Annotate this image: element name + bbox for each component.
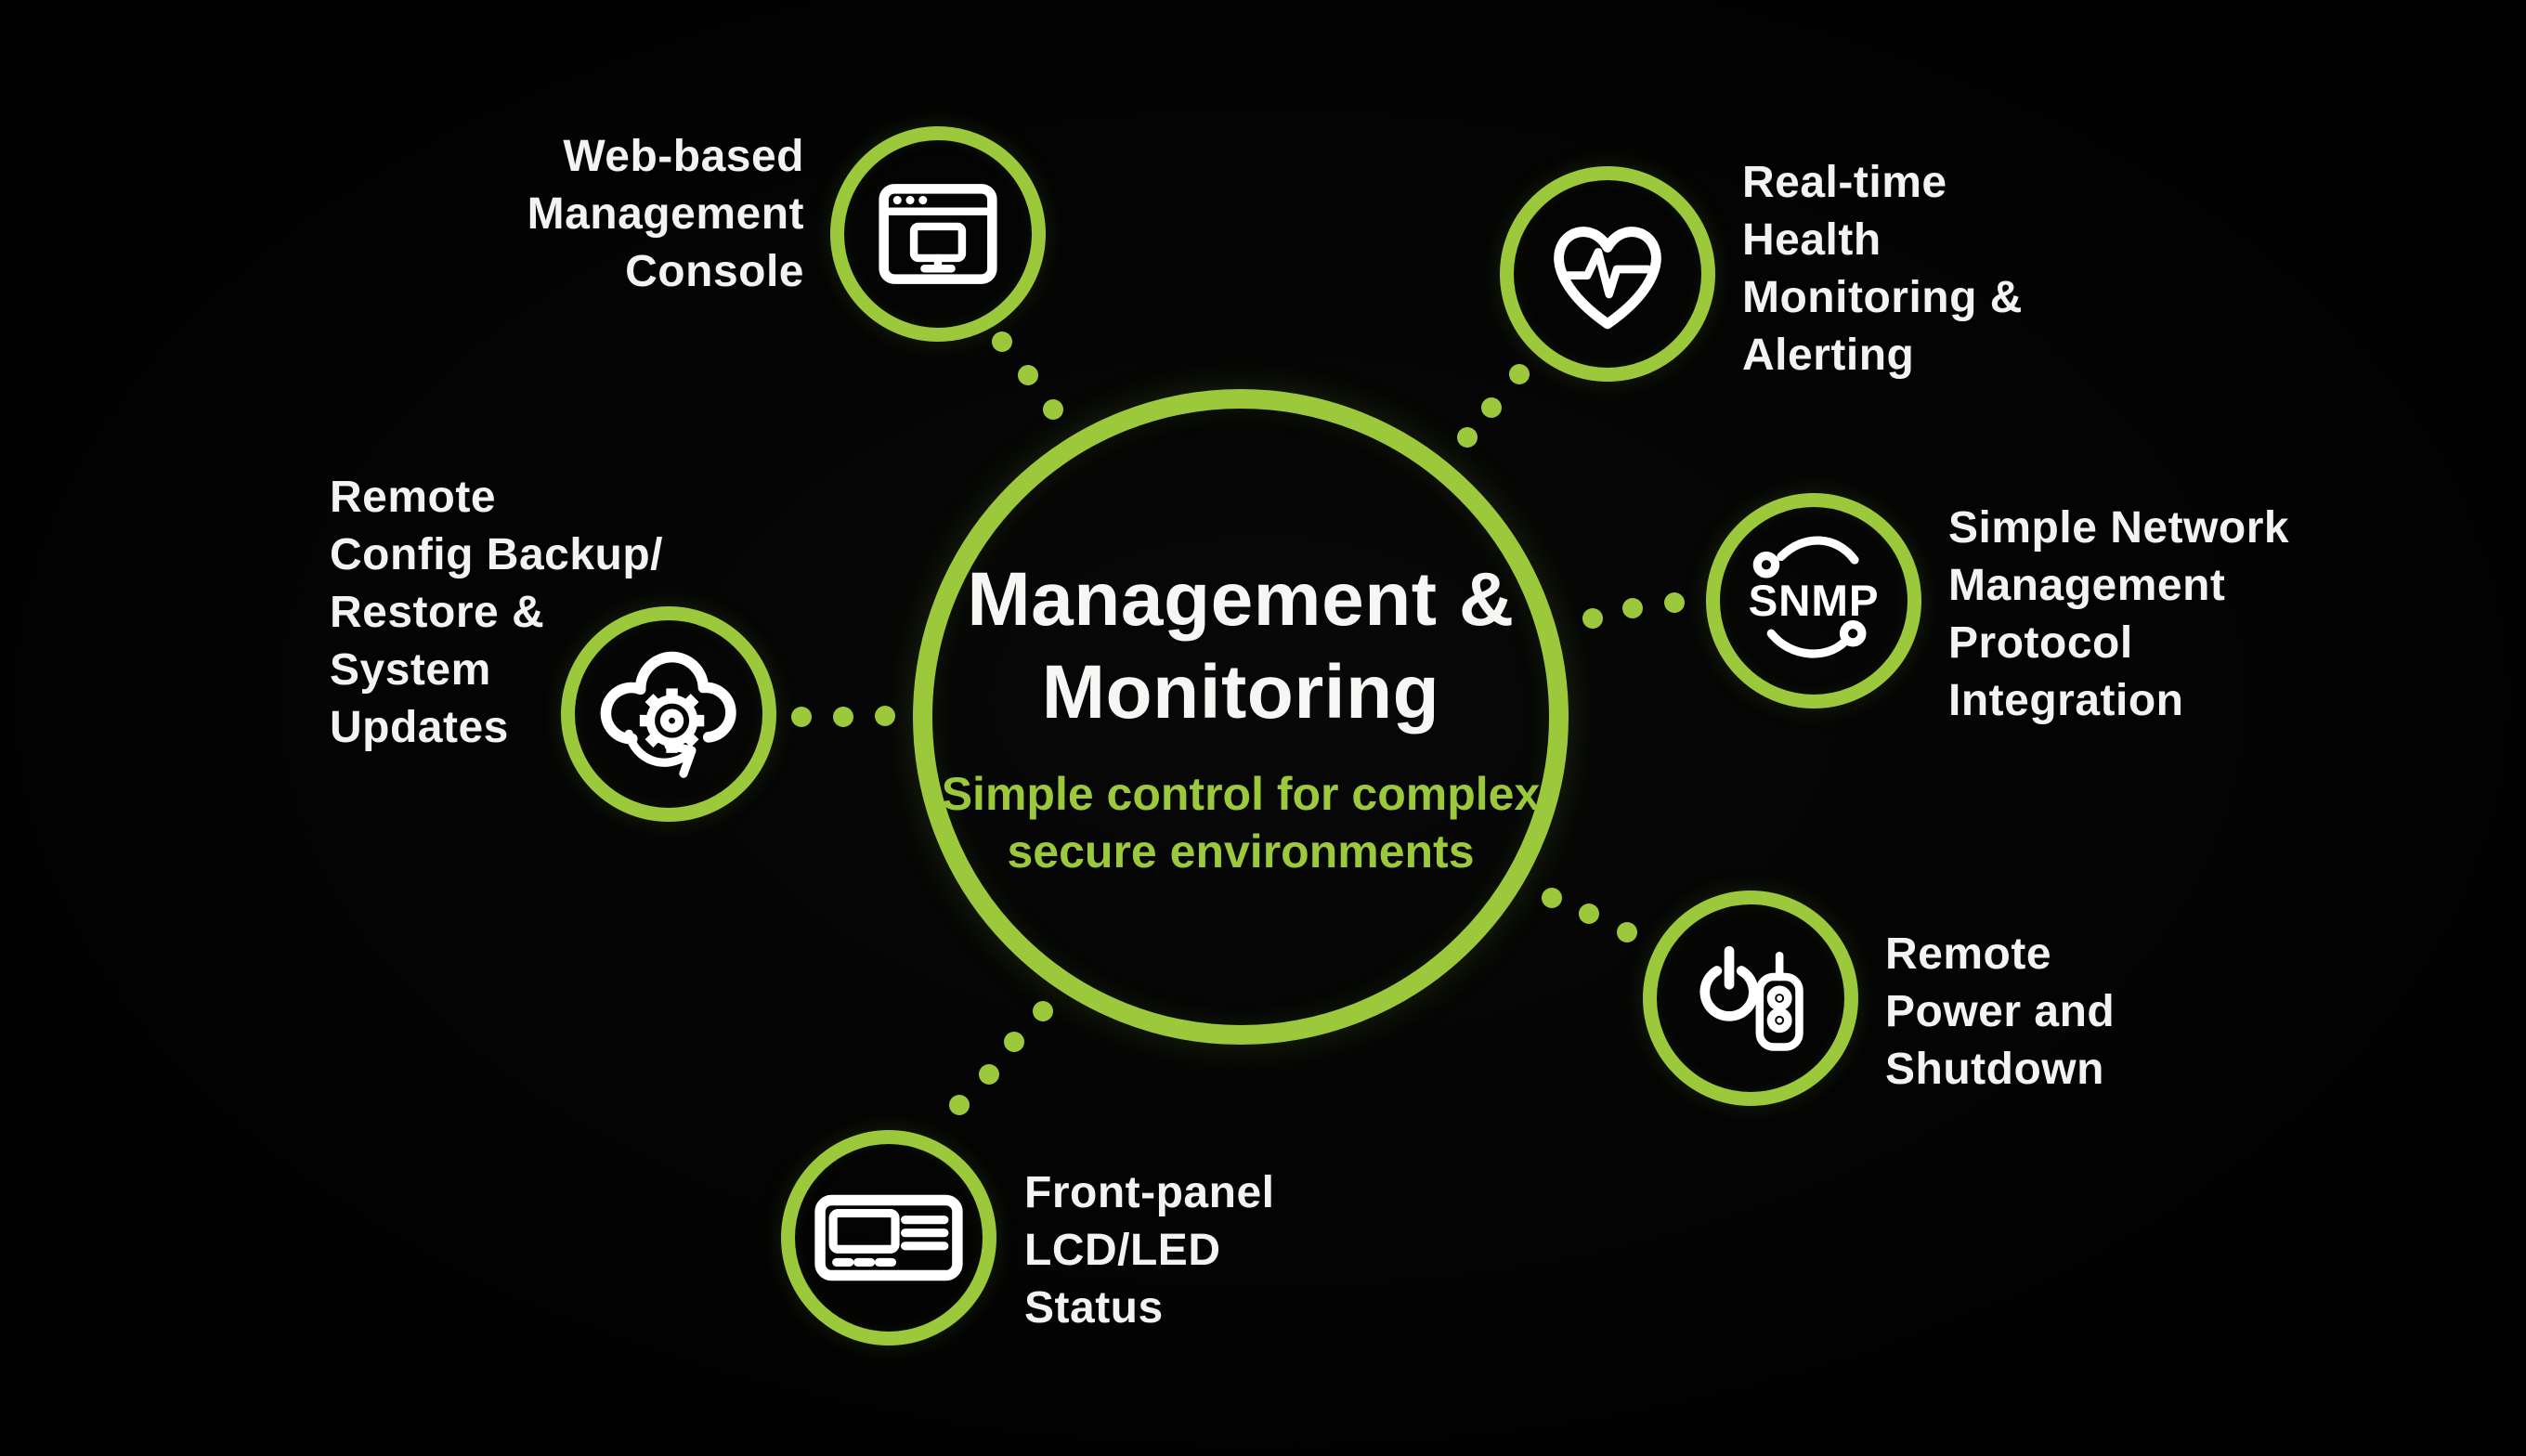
label-lcd: Front-panel LCD/LED Status bbox=[1024, 1164, 1274, 1337]
center-subtitle-line1: Simple control for bbox=[941, 768, 1339, 820]
label-power-line3: Shutdown bbox=[1885, 1045, 2104, 1094]
label-web-console-line3: Console bbox=[625, 247, 804, 296]
connector-dot bbox=[1509, 364, 1530, 384]
label-snmp-line3: Protocol bbox=[1948, 618, 2133, 668]
connector-dot bbox=[1617, 922, 1637, 942]
connector-dot bbox=[949, 1095, 970, 1115]
label-web-console: Web-based Management Console bbox=[527, 128, 804, 301]
node-web-console-circle bbox=[830, 126, 1046, 342]
center-title-line1: Management bbox=[967, 557, 1438, 642]
label-health-line2: Health bbox=[1742, 215, 1881, 265]
node-lcd-circle bbox=[781, 1130, 996, 1346]
label-health-line4: Alerting bbox=[1742, 331, 1915, 380]
label-snmp-line1: Simple Network bbox=[1948, 503, 2290, 552]
connector-dot bbox=[1033, 1001, 1053, 1021]
center-title: Management & Monitoring bbox=[932, 553, 1549, 739]
connector-dot bbox=[979, 1064, 999, 1085]
label-power: Remote Power and Shutdown bbox=[1885, 926, 2115, 1098]
center-subtitle-line3: environments bbox=[1169, 826, 1475, 878]
node-health-circle bbox=[1500, 166, 1715, 382]
label-snmp-line4: Integration bbox=[1948, 676, 2184, 725]
label-health: Real-time Health Monitoring & Alerting bbox=[1742, 154, 2023, 384]
node-power-circle bbox=[1643, 890, 1858, 1106]
lcd-panel-icon bbox=[814, 1194, 963, 1281]
label-web-console-line2: Management bbox=[527, 189, 804, 239]
snmp-sync-icon: SNMP bbox=[1749, 536, 1880, 658]
connector-dot bbox=[1043, 399, 1063, 420]
label-config-line5: Updates bbox=[330, 703, 509, 752]
label-snmp: Simple Network Management Protocol Integ… bbox=[1948, 500, 2289, 730]
connector-dot bbox=[1542, 888, 1562, 908]
connector-dot bbox=[791, 707, 812, 727]
connector-dot bbox=[1004, 1032, 1024, 1052]
center-title-line2: & Monitoring bbox=[1041, 557, 1515, 734]
label-web-console-line1: Web-based bbox=[563, 132, 804, 181]
cloud-gear-update-icon bbox=[600, 651, 736, 778]
label-lcd-line3: Status bbox=[1024, 1283, 1164, 1332]
label-power-line2: Power and bbox=[1885, 987, 2116, 1036]
label-config-line3: Restore & bbox=[330, 588, 545, 637]
label-config-line1: Remote bbox=[330, 473, 497, 522]
label-lcd-line1: Front-panel bbox=[1024, 1168, 1275, 1217]
node-snmp-circle: SNMP bbox=[1706, 493, 1921, 708]
connector-dot bbox=[1481, 397, 1502, 418]
center-subtitle-line2: complex secure bbox=[1007, 768, 1541, 878]
heart-pulse-icon bbox=[1554, 227, 1661, 330]
label-config: Remote Config Backup/ Restore & System U… bbox=[330, 469, 663, 757]
connector-dot bbox=[875, 706, 895, 726]
connector-dot bbox=[1664, 592, 1685, 613]
label-health-line1: Real-time bbox=[1742, 158, 1947, 207]
label-config-line4: System bbox=[330, 645, 491, 695]
browser-window-icon bbox=[879, 184, 997, 284]
connector-dot bbox=[1018, 365, 1038, 385]
connector-dot bbox=[1582, 608, 1603, 629]
label-config-line2: Config Backup/ bbox=[330, 530, 664, 579]
connector-dot bbox=[833, 707, 853, 727]
label-health-line3: Monitoring & bbox=[1742, 273, 2023, 322]
label-power-line1: Remote bbox=[1885, 930, 2052, 979]
connector-dot bbox=[992, 332, 1012, 352]
connector-dot bbox=[1457, 427, 1478, 448]
snmp-icon-text: SNMP bbox=[1749, 577, 1880, 626]
center-subtitle: Simple control for complex secure enviro… bbox=[932, 765, 1549, 880]
connector-dot bbox=[1622, 598, 1643, 618]
connector-dot bbox=[1579, 904, 1599, 924]
power-remote-icon bbox=[1699, 945, 1803, 1051]
label-lcd-line2: LCD/LED bbox=[1024, 1226, 1221, 1275]
center-hub-circle: Management & Monitoring Simple control f… bbox=[913, 389, 1569, 1045]
label-snmp-line2: Management bbox=[1948, 561, 2226, 610]
